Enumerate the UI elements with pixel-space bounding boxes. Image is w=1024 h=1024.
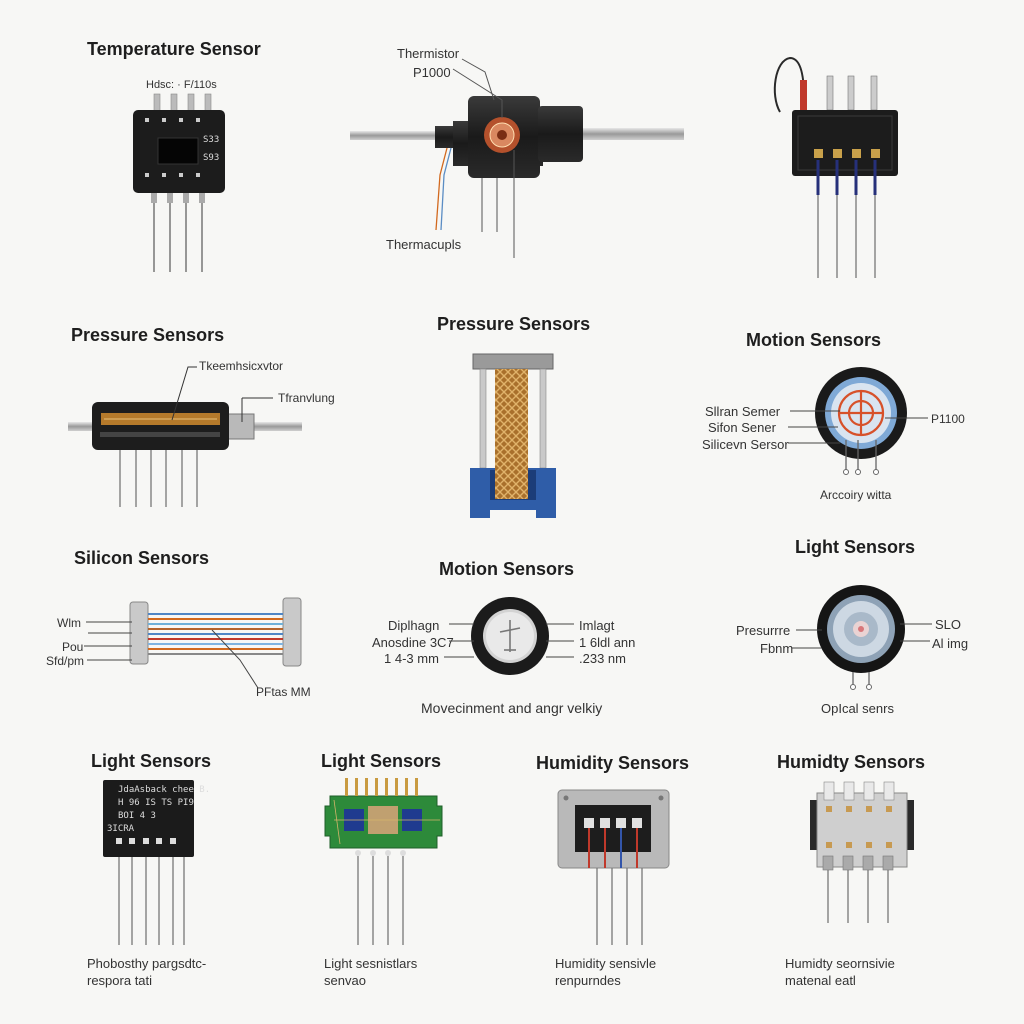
svg-text:BOI 4 3: BOI 4 3 (118, 811, 156, 821)
label-tkeemhsicxvtor: Tkeemhsicxvtor (199, 359, 284, 373)
caption-line-2: senvao (324, 973, 366, 988)
caption: Movecinment and angr velkiy (421, 700, 603, 716)
diagram-title: Light Sensors (91, 751, 212, 771)
label-sllran-semer: Sllran Semer (705, 404, 781, 419)
label-anosdine: Anosdine 3C7 (372, 635, 454, 650)
caption: OpIcal senrs (821, 701, 894, 716)
label-dim-a: 1 4-3 mm (384, 651, 439, 666)
diagram-title: Pressure Sensors (437, 314, 591, 334)
diagram-title: Humidty Sensors (777, 752, 926, 772)
svg-text:S93: S93 (203, 153, 219, 163)
label-silicevn-sersor: Silicevn Sersor (702, 437, 789, 452)
diagram-title: Motion Sensors (439, 559, 575, 579)
label-ann: 1 6ldl ann (579, 635, 636, 650)
caption-line-2: respora tati (87, 973, 153, 988)
label-thermistor: Thermistor (397, 46, 460, 61)
label-fbnm: Fbnm (760, 641, 794, 656)
caption-line-1: Humidity sensivle (555, 956, 657, 971)
label-sifon-sener: Sifon Sener (708, 420, 776, 435)
chip-label: Hdsc: · F/110s (146, 79, 217, 91)
diagram-title: Light Sensors (321, 751, 442, 771)
label-wlm: Wlm (57, 616, 81, 630)
diagram-title: Humidity Sensors (536, 753, 690, 773)
label-imlagt: Imlagt (579, 618, 615, 633)
svg-text:S33: S33 (203, 135, 219, 145)
label-diplhagn: Diplhagn (388, 618, 440, 633)
caption-line-1: Phobosthy pargsdtc- (87, 956, 207, 971)
label-tfranvlung: Tfranvlung (278, 391, 335, 405)
diagram-title: Motion Sensors (746, 330, 882, 350)
caption-line-2: matenal eatl (785, 973, 856, 988)
label-arccoiry-witta: Arccoiry witta (820, 488, 892, 502)
label-sfd-pm: Sfd/pm (46, 654, 85, 668)
label-pftas-mm: PFtas MM (256, 685, 311, 699)
svg-text:H 96 IS TS PI9: H 96 IS TS PI9 (118, 798, 194, 808)
diagram-title: Temperature Sensor (87, 39, 261, 59)
label-al-img: Al img (932, 636, 969, 651)
label-p1100: P1100 (931, 412, 965, 426)
caption-line-1: Light sesnistlars (324, 956, 418, 971)
diagram-title: Silicon Sensors (74, 548, 210, 568)
label-pou: Pou (62, 640, 84, 654)
label-slo: SLO (935, 617, 962, 632)
label-presurrre: Presurrre (736, 623, 791, 638)
diagram-title: Pressure Sensors (71, 325, 225, 345)
diagram-title: Light Sensors (795, 537, 916, 557)
caption-line-1: Humidty seornsivie (785, 956, 895, 971)
svg-text:JdaAsback chee B.: JdaAsback chee B. (118, 785, 210, 795)
label-p1000: P1000 (413, 65, 451, 80)
label-thermacupls: Thermacupls (386, 237, 462, 252)
label-nm: .233 nm (579, 651, 626, 666)
svg-text:3ICRA: 3ICRA (107, 824, 135, 834)
caption-line-2: renpurndes (555, 973, 621, 988)
